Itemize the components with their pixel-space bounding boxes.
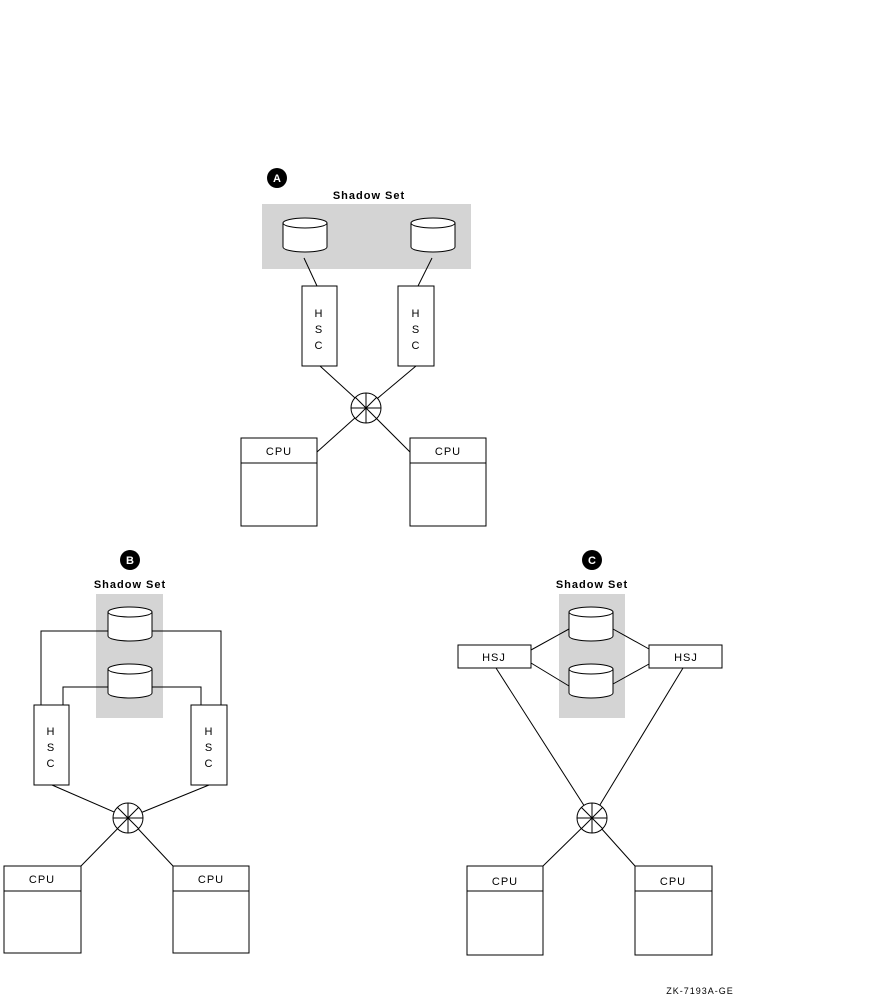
hsc-letter: H <box>412 308 421 320</box>
hsc-controller <box>301 285 338 367</box>
hsj-controller <box>457 644 532 669</box>
badge-c <box>582 550 602 570</box>
disk-icon <box>282 217 328 253</box>
hsc-letter: H <box>47 726 56 738</box>
hsj-controller <box>648 644 723 669</box>
hsc-letter: H <box>205 726 214 738</box>
hsc-letter: C <box>47 758 56 770</box>
cpu-box <box>172 865 250 954</box>
hsc-controller <box>33 704 70 786</box>
badge-a <box>267 168 287 188</box>
cpu-label: CPU <box>266 446 292 458</box>
badge-b <box>120 550 140 570</box>
hsc-letter: S <box>315 324 323 336</box>
cpu-box <box>240 437 318 527</box>
cpu-label: CPU <box>492 876 518 888</box>
cpu-box <box>3 865 82 954</box>
star-coupler-icon <box>350 392 382 424</box>
star-coupler-icon <box>112 802 144 834</box>
disk-icon <box>410 217 456 253</box>
hsc-letter: S <box>412 324 420 336</box>
cpu-label: CPU <box>198 874 224 886</box>
hsj-label: HSJ <box>482 652 506 664</box>
cpu-label: CPU <box>29 874 55 886</box>
cpu-label: CPU <box>435 446 461 458</box>
hsc-letter: C <box>315 340 324 352</box>
badge-c-label: C <box>588 555 596 567</box>
disk-icon <box>568 663 614 699</box>
cpu-box <box>466 865 544 956</box>
panel-b: B Shadow Set H S C H S C CPU CPU <box>3 550 250 954</box>
star-coupler-icon <box>576 802 608 834</box>
badge-a-label: A <box>273 173 281 185</box>
panel-a: A Shadow Set H S C H S C CPU CPU <box>240 168 487 527</box>
badge-b-label: B <box>126 555 134 567</box>
hsc-letter: S <box>47 742 55 754</box>
hsc-controller <box>397 285 435 367</box>
figure-id: ZK-7193A-GE <box>666 986 734 996</box>
shadow-set-label: Shadow Set <box>94 579 166 591</box>
cpu-box <box>634 865 713 956</box>
cpu-label: CPU <box>660 876 686 888</box>
hsc-letter: H <box>315 308 324 320</box>
hsc-letter: S <box>205 742 213 754</box>
hsc-controller <box>190 704 228 786</box>
disk-icon <box>107 606 153 642</box>
hsc-letter: C <box>412 340 421 352</box>
hsc-letter: C <box>205 758 214 770</box>
shadow-set-label: Shadow Set <box>556 579 628 591</box>
shadow-set-label: Shadow Set <box>333 190 405 202</box>
cpu-box <box>409 437 487 527</box>
hsj-label: HSJ <box>674 652 698 664</box>
disk-icon <box>107 663 153 699</box>
panel-c: C Shadow Set HSJ HSJ CPU CPU <box>457 550 723 956</box>
disk-icon <box>568 606 614 642</box>
